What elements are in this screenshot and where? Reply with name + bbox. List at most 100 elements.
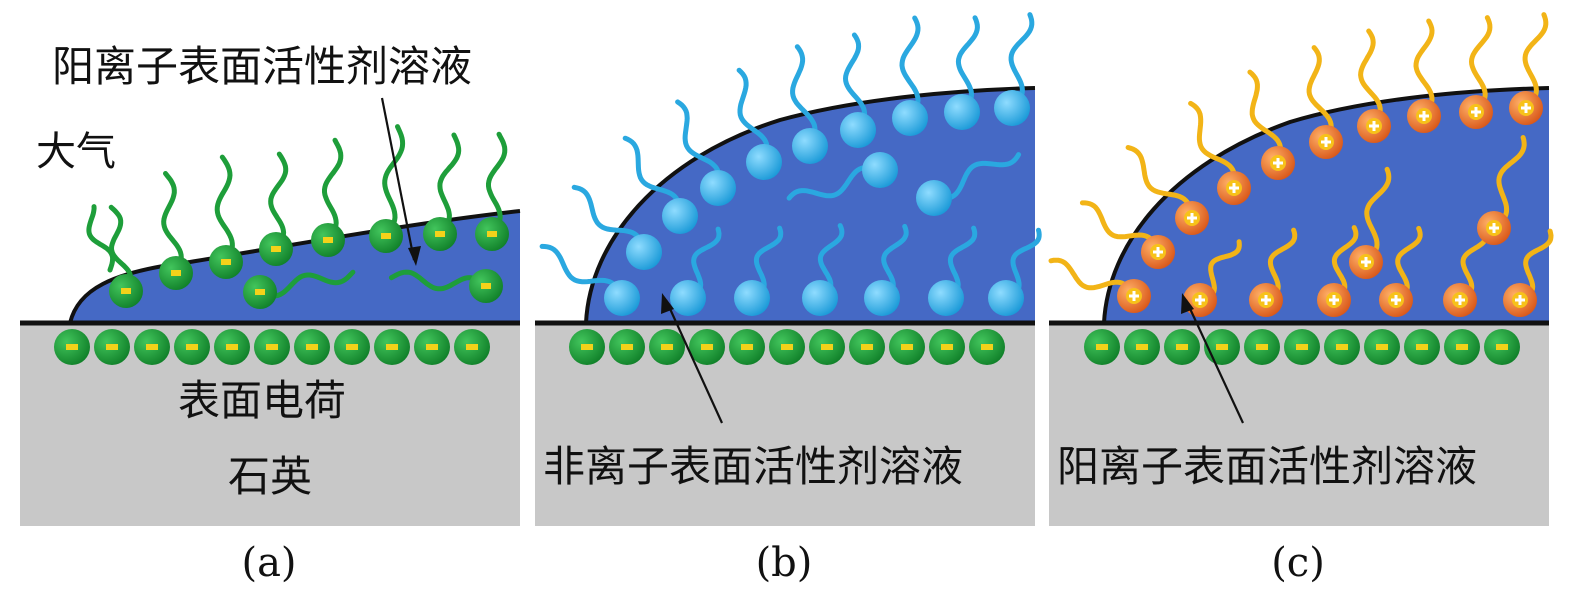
surfactant-group [539,12,1042,316]
arrow-line [664,299,724,424]
surfactant-tail [899,15,921,121]
droplet-outline [584,86,1036,324]
arrow-head [661,293,674,314]
minus-charge-mark [481,283,491,289]
panel-a [20,97,521,526]
caption-panel-c: (c) [1271,540,1325,586]
surfactant-head [864,280,900,316]
surfactant-tail [1413,18,1435,119]
surfactant-head [626,234,662,270]
surfactant-head [734,280,770,316]
minus-charge-mark [621,344,633,350]
plus-bar [1492,223,1496,233]
minus-charge-mark [1376,344,1388,350]
minus-charge-mark [941,344,953,350]
minus-charge-mark [171,270,181,276]
plus-bar [1364,257,1368,267]
surfactant-head [928,280,964,316]
surfactant-head [792,128,828,164]
surfactant-head [670,280,706,316]
minus-charge-mark [221,259,231,265]
minus-charge-mark [1496,344,1508,350]
plus-bar [1324,137,1328,147]
minus-charge-mark [861,344,873,350]
arrow-head [408,246,421,266]
surfactant-head [700,170,736,206]
surfactant-tail [161,171,184,276]
minus-charge-mark [901,344,913,350]
panel-b [535,12,1042,526]
surfactant-tail [382,124,406,239]
minus-charge-mark [981,344,993,350]
minus-charge-mark [381,233,391,239]
label-atmosphere: 大气 [36,129,116,175]
surfactant-head [662,198,698,234]
label-quartz: 石英 [228,452,313,501]
surfactant-tail [486,131,508,237]
minus-charge-mark [1416,344,1428,350]
surfactant-head [988,280,1024,316]
label-cationic-solution-a: 阳离子表面活性剂溶液 [52,42,473,91]
minus-charge-mark [661,344,673,350]
minus-charge-mark [266,344,278,350]
surfactant-tail [1125,145,1195,221]
surfactant-tail [790,44,818,149]
minus-charge-mark [701,344,713,350]
minus-charge-mark [306,344,318,350]
surfactant-tail [1522,12,1549,111]
surfactant-tail [388,269,489,292]
minus-charge-mark [435,231,445,237]
plus-bar [1156,247,1160,257]
minus-charge-mark [121,288,131,294]
arrow-head [1181,293,1194,314]
surfactant-tail [322,137,344,243]
surface-charge-row [1084,329,1520,365]
surfactant-group [86,124,509,309]
minus-charge-mark [386,344,398,350]
caption-panel-b: (b) [755,540,813,586]
surfactant-tail [1247,69,1284,166]
surfactant-head [994,90,1030,126]
minus-charge-mark [346,344,358,350]
droplet [586,88,1035,323]
plus-bar [1518,295,1522,305]
caption-panel-a: (a) [241,540,297,586]
surfactant-tail [1358,28,1383,129]
minus-charge-mark [466,344,478,350]
surface-charge-row [54,329,490,365]
minus-charge-mark [426,344,438,350]
minus-charge-mark [186,344,198,350]
plus-bar [1264,295,1268,305]
droplet [1104,88,1549,323]
droplet [70,211,520,323]
minus-charge-mark [271,246,281,252]
label-cationic-solution-c: 阳离子表面活性剂溶液 [1057,442,1478,491]
surfactant-tail [1188,100,1238,191]
plus-bar [1198,295,1202,305]
surfactant-tail [437,132,462,237]
minus-charge-mark [581,344,593,350]
surfactant-head [746,144,782,180]
surface-charge-row [569,329,1005,365]
minus-charge-mark [323,237,333,243]
plus-bar [1524,103,1528,113]
minus-charge-mark [741,344,753,350]
minus-charge-mark [66,344,78,350]
droplet-outline [1102,86,1550,324]
label-surface-charge: 表面电荷 [178,376,347,425]
surfactant-tail [1491,135,1527,231]
minus-charge-mark [1336,344,1348,350]
surfactant-head [862,152,898,188]
surfactant-head [892,100,928,136]
plus-bar [1474,107,1478,117]
surfactant-head [802,280,838,316]
minus-charge-mark [1456,344,1468,350]
arrow-line [1185,299,1244,424]
plus-bar [1132,291,1136,301]
minus-charge-mark [781,344,793,350]
plus-bar [1276,158,1280,168]
minus-charge-mark [1176,344,1188,350]
surfactant-head [944,94,980,130]
plus-bar [1422,111,1426,121]
minus-charge-mark [1296,344,1308,350]
